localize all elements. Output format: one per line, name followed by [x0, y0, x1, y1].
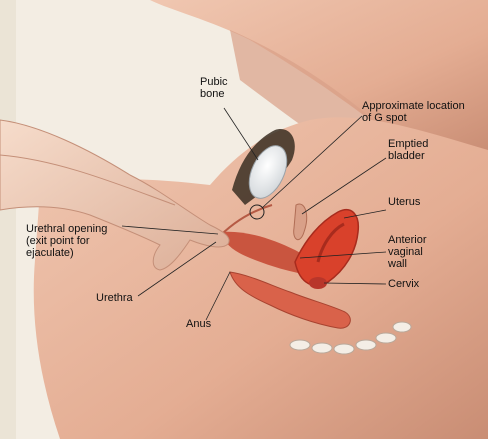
label-urethra: Urethra: [96, 292, 133, 304]
cervix: [309, 277, 327, 289]
leader-pubic-bone: [223, 107, 259, 161]
leader-g-spot: [261, 115, 363, 209]
leader-urethra: [137, 241, 217, 297]
leader-lines: [121, 107, 387, 321]
g-spot-marker: [249, 204, 265, 220]
leader-urethral-opening: [121, 225, 219, 235]
leader-cervix: [323, 282, 387, 285]
rectum: [229, 271, 351, 329]
hand-crease: [0, 154, 176, 206]
leader-bladder: [301, 157, 387, 215]
label-anus: Anus: [186, 318, 212, 330]
pubic-bone: [248, 145, 288, 199]
leader-anus: [205, 271, 231, 321]
spine: [289, 321, 412, 355]
uterus-cavity: [316, 222, 345, 263]
upper-thigh: [150, 0, 488, 154]
label-urethral-opening: Urethral opening (exit point for ejacula…: [26, 223, 108, 259]
label-bladder: Emptied bladder: [388, 138, 429, 162]
label-pubic-bone: Pubic bone: [200, 76, 228, 100]
label-cervix: Cervix: [388, 278, 420, 290]
page-edge: [0, 0, 16, 439]
label-g-spot: Approximate location of G spot: [362, 100, 465, 124]
leader-uterus: [343, 209, 387, 219]
label-anterior-wall: Anterior vaginal wall: [388, 234, 427, 270]
hand: [0, 119, 230, 271]
leader-anterior-wall: [299, 251, 387, 259]
label-uterus: Uterus: [388, 196, 421, 208]
